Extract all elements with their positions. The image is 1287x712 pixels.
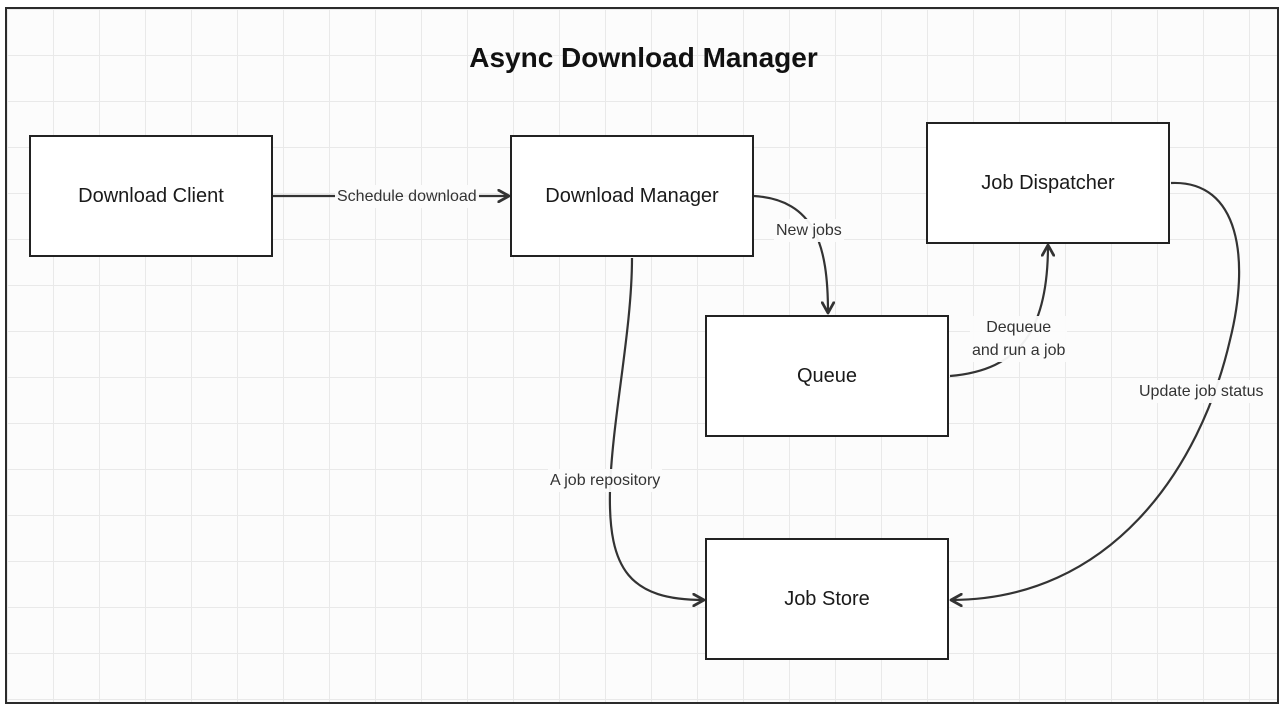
node-download-client-label: Download Client — [78, 184, 224, 207]
node-download-client[interactable]: Download Client — [29, 135, 273, 257]
node-job-dispatcher[interactable]: Job Dispatcher — [926, 122, 1170, 244]
label-schedule-download: Schedule download — [335, 185, 479, 208]
label-dequeue-line1: Dequeue — [986, 319, 1052, 336]
label-dequeue: Dequeue and run a job — [970, 316, 1068, 362]
node-job-store-label: Job Store — [784, 587, 870, 610]
label-new-jobs: New jobs — [774, 219, 844, 242]
edge-new-jobs — [753, 194, 828, 313]
label-dequeue-line2: and run a job — [972, 342, 1066, 359]
node-job-dispatcher-label: Job Dispatcher — [981, 171, 1115, 194]
edge-update-job-status — [951, 181, 1241, 600]
node-download-manager[interactable]: Download Manager — [510, 135, 754, 257]
node-download-manager-label: Download Manager — [545, 184, 719, 207]
node-job-store[interactable]: Job Store — [705, 538, 949, 660]
edge-job-repository — [608, 257, 704, 600]
node-queue[interactable]: Queue — [705, 315, 949, 437]
label-job-repository: A job repository — [548, 469, 663, 492]
label-update-job-status: Update job status — [1137, 380, 1266, 403]
node-queue-label: Queue — [796, 364, 858, 387]
diagram-title: Async Download Manager — [469, 42, 818, 73]
